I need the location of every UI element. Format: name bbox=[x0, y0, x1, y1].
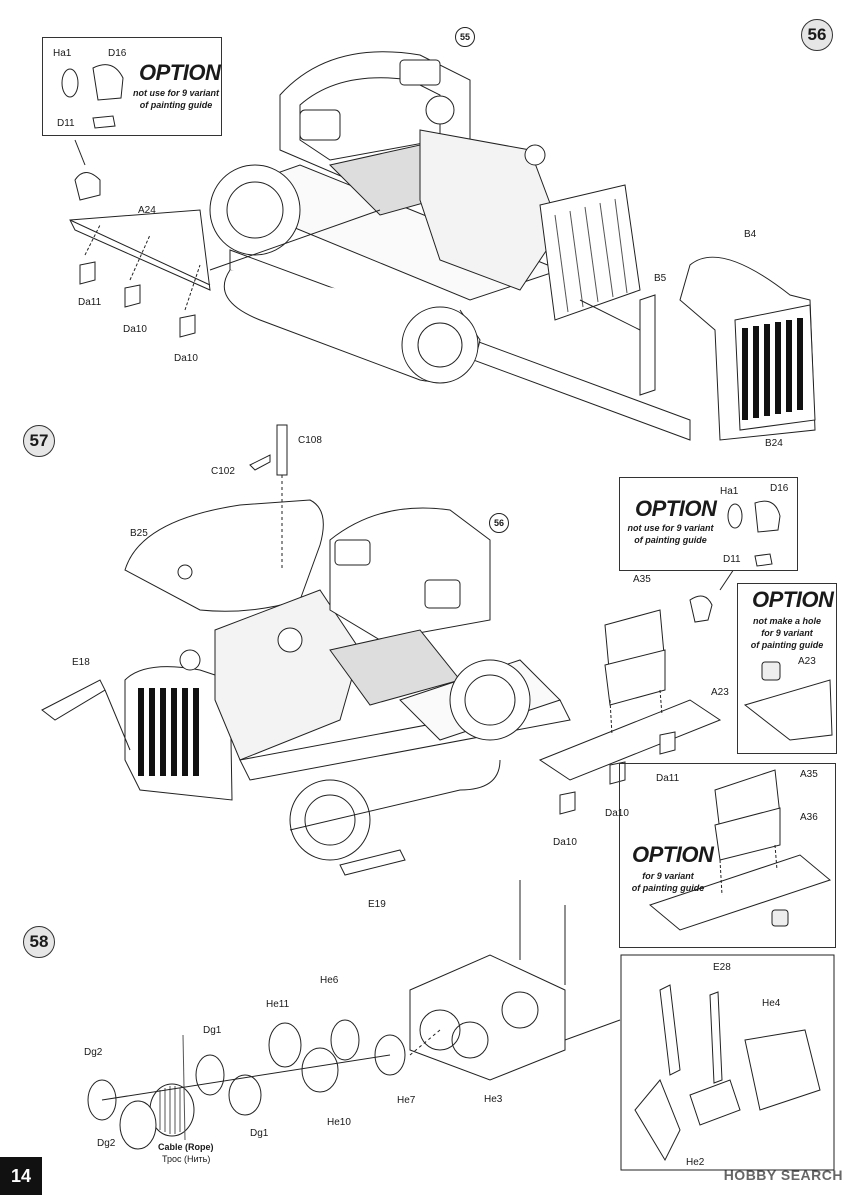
part-label-a24: A24 bbox=[138, 205, 156, 216]
option-box-3: OPTION not make a hole for 9 variant of … bbox=[737, 583, 837, 754]
option-note: not use for 9 variant bbox=[627, 523, 714, 533]
option-box-1: OPTION not use for 9 variant of painting… bbox=[42, 37, 222, 136]
part-label-a36: A36 bbox=[800, 812, 818, 823]
cable-label: Cable (Rope) bbox=[158, 1142, 214, 1152]
part-label-a35: A35 bbox=[633, 574, 651, 585]
part-label-he10: He10 bbox=[327, 1117, 351, 1128]
part-label-dg1: Dg1 bbox=[203, 1025, 222, 1036]
cable-label-ru: Трос (Нить) bbox=[162, 1154, 211, 1164]
part-label-he4: He4 bbox=[762, 998, 781, 1009]
option-note: of painting guide bbox=[634, 535, 707, 545]
part-label-he2: He2 bbox=[686, 1157, 705, 1168]
part-label-dg1: Dg1 bbox=[250, 1128, 269, 1139]
part-label-a35: A35 bbox=[800, 769, 818, 780]
part-label-b25: B25 bbox=[130, 528, 148, 539]
option-title: OPTION bbox=[752, 587, 834, 612]
part-label-he6: He6 bbox=[320, 975, 339, 986]
option-note: not make a hole bbox=[752, 616, 822, 626]
part-label-b24: B24 bbox=[765, 438, 783, 449]
part-label-da10: Da10 bbox=[123, 324, 147, 335]
option1-lamp-drawing bbox=[61, 64, 124, 129]
part-label-e19: E19 bbox=[368, 899, 386, 910]
option-title: OPTION bbox=[632, 842, 714, 867]
option-title: OPTION bbox=[139, 60, 221, 85]
option-note: not use for 9 variant bbox=[132, 88, 220, 98]
part-label-he3: He3 bbox=[484, 1094, 503, 1105]
option-box-2: OPTION not use for 9 variant of painting… bbox=[619, 477, 798, 571]
step58-winch-drawing bbox=[87, 880, 835, 1171]
option-box-4: OPTION for 9 variant of painting guide A… bbox=[619, 763, 836, 948]
part-label-da10: Da10 bbox=[605, 808, 629, 819]
part-label-da11: Da11 bbox=[656, 773, 680, 784]
step56-tractor-drawing bbox=[69, 51, 816, 441]
part-label-e28: E28 bbox=[713, 962, 731, 973]
step57-tractor-drawing bbox=[41, 424, 741, 876]
watermark: HOBBY SEARCH bbox=[723, 1167, 843, 1183]
step-number-57: 57 bbox=[23, 425, 55, 457]
part-label-da10: Da10 bbox=[174, 353, 198, 364]
option-note: of painting guide bbox=[631, 883, 705, 893]
part-label-he11: He11 bbox=[266, 999, 290, 1010]
option-note: for 9 variant bbox=[642, 871, 694, 881]
part-label-c108: C108 bbox=[298, 435, 322, 446]
page-number: 14 bbox=[0, 1157, 42, 1195]
part-label-a23: A23 bbox=[798, 656, 816, 667]
part-label-dg2: Dg2 bbox=[84, 1047, 103, 1058]
part-label-d16: D16 bbox=[770, 483, 789, 494]
part-label-e18: E18 bbox=[72, 657, 90, 668]
part-label-d11: D11 bbox=[723, 554, 741, 565]
option2-lamp-drawing bbox=[727, 500, 781, 567]
part-label-c102: C102 bbox=[211, 466, 235, 477]
option-note: for 9 variant bbox=[761, 628, 813, 638]
part-label-da10: Da10 bbox=[553, 837, 577, 848]
part-label-he7: He7 bbox=[397, 1095, 416, 1106]
option4-box-drawing bbox=[648, 769, 832, 931]
part-label-ha1: Ha1 bbox=[720, 486, 739, 497]
step-number-58: 58 bbox=[23, 926, 55, 958]
step-ref-56: 56 bbox=[489, 513, 509, 533]
part-label-d11: D11 bbox=[57, 118, 75, 129]
part-label-ha1: Ha1 bbox=[53, 48, 72, 59]
option-title: OPTION bbox=[635, 496, 717, 521]
part-label-d16: D16 bbox=[108, 48, 127, 59]
part-label-b4: B4 bbox=[744, 229, 757, 240]
option-note: of painting guide bbox=[750, 640, 824, 650]
option-note: of painting guide bbox=[139, 100, 213, 110]
part-label-da11: Da11 bbox=[78, 297, 102, 308]
part-label-dg2: Dg2 bbox=[97, 1138, 116, 1149]
option3-plate-drawing bbox=[743, 661, 833, 741]
step-ref-55: 55 bbox=[455, 27, 475, 47]
part-label-a23: A23 bbox=[711, 687, 729, 698]
step-number-56: 56 bbox=[801, 19, 833, 51]
part-label-b5: B5 bbox=[654, 273, 667, 284]
